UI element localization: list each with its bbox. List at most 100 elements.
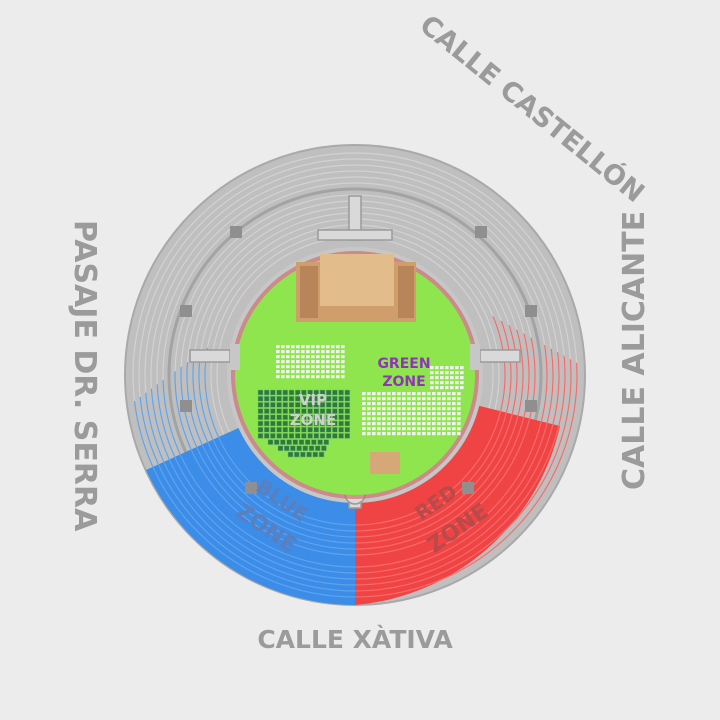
vip-seat[interactable] bbox=[270, 420, 276, 427]
vip-seat[interactable] bbox=[308, 445, 315, 452]
vip-seat[interactable] bbox=[313, 389, 320, 396]
vip-seat[interactable] bbox=[257, 420, 264, 427]
vip-seat[interactable] bbox=[338, 408, 344, 414]
vip-seat[interactable] bbox=[288, 395, 295, 402]
vip-seat[interactable] bbox=[276, 414, 282, 421]
vip-seat[interactable] bbox=[270, 389, 276, 396]
vip-seat[interactable] bbox=[270, 395, 276, 402]
vip-seat[interactable] bbox=[307, 420, 313, 427]
vip-seat[interactable] bbox=[307, 426, 313, 433]
vip-seat[interactable] bbox=[344, 402, 351, 408]
vip-seat[interactable] bbox=[257, 395, 264, 402]
vip-seat[interactable] bbox=[307, 395, 313, 402]
vip-seat[interactable] bbox=[321, 445, 327, 452]
vip-seat[interactable] bbox=[276, 433, 282, 439]
vip-seat[interactable] bbox=[276, 420, 282, 427]
vip-seat[interactable] bbox=[325, 402, 332, 408]
vip-seat[interactable] bbox=[270, 402, 276, 408]
vip-seat[interactable] bbox=[282, 402, 289, 408]
vip-seat[interactable] bbox=[301, 395, 307, 402]
vip-seat[interactable] bbox=[276, 408, 282, 414]
vip-seat[interactable] bbox=[313, 395, 320, 402]
vip-seat[interactable] bbox=[263, 408, 270, 414]
vip-seat[interactable] bbox=[338, 402, 344, 408]
vip-seat[interactable] bbox=[257, 433, 264, 439]
vip-seat[interactable] bbox=[344, 389, 351, 396]
vip-seat[interactable] bbox=[294, 414, 301, 421]
vip-seat[interactable] bbox=[301, 420, 307, 427]
vip-seat[interactable] bbox=[332, 414, 338, 421]
vip-seat[interactable] bbox=[319, 426, 326, 433]
vip-seat[interactable] bbox=[294, 389, 301, 396]
vip-seat[interactable] bbox=[288, 408, 295, 414]
vip-seat[interactable] bbox=[277, 445, 284, 452]
vip-seat[interactable] bbox=[325, 414, 332, 421]
vip-seat[interactable] bbox=[301, 389, 307, 396]
vip-seat[interactable] bbox=[282, 426, 289, 433]
vip-seat[interactable] bbox=[294, 408, 301, 414]
vip-seat[interactable] bbox=[263, 395, 270, 402]
vip-seat[interactable] bbox=[319, 408, 326, 414]
vip-seat[interactable] bbox=[307, 389, 313, 396]
vip-seat[interactable] bbox=[282, 408, 289, 414]
vip-seat[interactable] bbox=[280, 439, 286, 445]
vip-seat[interactable] bbox=[319, 389, 326, 396]
vip-seat[interactable] bbox=[338, 414, 344, 421]
vip-seat[interactable] bbox=[301, 433, 307, 439]
vip-seat[interactable] bbox=[317, 439, 323, 445]
vip-seat[interactable] bbox=[292, 439, 299, 445]
vip-seat[interactable] bbox=[319, 414, 326, 421]
vip-seat[interactable] bbox=[304, 439, 311, 445]
vip-seat[interactable] bbox=[302, 445, 309, 452]
vip-seat[interactable] bbox=[301, 426, 307, 433]
vip-seat[interactable] bbox=[286, 439, 292, 445]
vip-seat[interactable] bbox=[257, 426, 264, 433]
vip-seat[interactable] bbox=[290, 445, 296, 452]
vip-seat[interactable] bbox=[344, 408, 351, 414]
vip-seat[interactable] bbox=[344, 426, 351, 433]
vip-seat[interactable] bbox=[313, 426, 320, 433]
vip-seat[interactable] bbox=[287, 451, 294, 458]
vip-seat[interactable] bbox=[307, 408, 313, 414]
vip-seat[interactable] bbox=[338, 433, 344, 439]
vip-seat[interactable] bbox=[288, 420, 295, 427]
vip-seat[interactable] bbox=[323, 439, 330, 445]
vip-seat[interactable] bbox=[282, 395, 289, 402]
vip-seat[interactable] bbox=[332, 402, 338, 408]
vip-seat[interactable] bbox=[325, 395, 332, 402]
vip-seat[interactable] bbox=[313, 433, 320, 439]
vip-seat[interactable] bbox=[263, 420, 270, 427]
vip-seat[interactable] bbox=[263, 389, 270, 396]
vip-seat[interactable] bbox=[263, 402, 270, 408]
vip-seat[interactable] bbox=[325, 420, 332, 427]
vip-seat[interactable] bbox=[257, 408, 264, 414]
vip-seat[interactable] bbox=[344, 395, 351, 402]
vip-seat[interactable] bbox=[257, 402, 264, 408]
vip-seat[interactable] bbox=[257, 389, 264, 396]
vip-seat[interactable] bbox=[263, 426, 270, 433]
vip-seat[interactable] bbox=[270, 408, 276, 414]
vip-zone-seating[interactable] bbox=[257, 389, 351, 458]
vip-seat[interactable] bbox=[344, 433, 351, 439]
vip-seat[interactable] bbox=[314, 445, 321, 452]
vip-seat[interactable] bbox=[298, 439, 305, 445]
vip-seat[interactable] bbox=[301, 408, 307, 414]
vip-seat[interactable] bbox=[338, 426, 344, 433]
vip-seat[interactable] bbox=[294, 402, 301, 408]
vip-seat[interactable] bbox=[332, 433, 338, 439]
vip-seat[interactable] bbox=[319, 395, 326, 402]
vip-seat[interactable] bbox=[276, 389, 282, 396]
vip-seat[interactable] bbox=[332, 389, 338, 396]
vip-seat[interactable] bbox=[270, 426, 276, 433]
vip-seat[interactable] bbox=[288, 402, 295, 408]
vip-seat[interactable] bbox=[294, 395, 301, 402]
vip-seat[interactable] bbox=[267, 439, 274, 445]
vip-seat[interactable] bbox=[273, 439, 280, 445]
vip-seat[interactable] bbox=[313, 408, 320, 414]
vip-seat[interactable] bbox=[288, 433, 295, 439]
vip-seat[interactable] bbox=[282, 414, 289, 421]
vip-seat[interactable] bbox=[319, 402, 326, 408]
vip-seat[interactable] bbox=[282, 420, 289, 427]
vip-seat[interactable] bbox=[311, 439, 317, 445]
vip-seat[interactable] bbox=[293, 451, 300, 458]
